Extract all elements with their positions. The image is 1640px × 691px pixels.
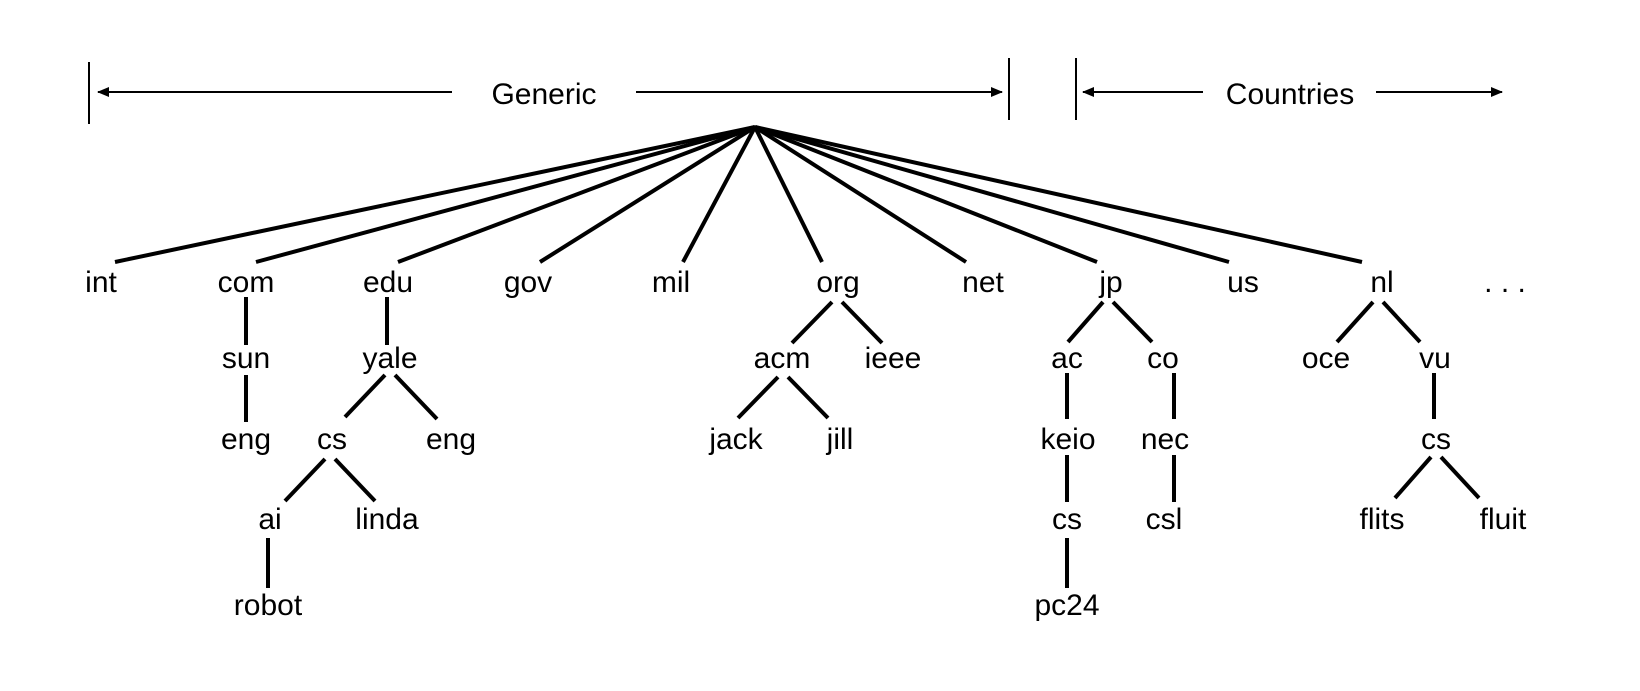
top-level-domains: int com edu gov mil org net jp us nl . .… [85,266,1526,299]
node-yale: yale [362,342,417,375]
edge-acm-jack [736,375,780,420]
edge-root-int [114,125,756,264]
node-yale-cs: cs [317,423,347,456]
node-nec: nec [1141,423,1189,456]
node-us: us [1227,266,1259,299]
subdomain-nodes: sun eng yale cs eng ai linda robot acm i… [221,342,1527,622]
edge-root-org [753,126,824,263]
node-jill: jill [826,423,854,456]
node-com: com [218,266,275,299]
node-net: net [962,266,1004,299]
edge-yale-cs [343,373,387,419]
node-mil: mil [652,266,690,299]
edge-root-mil [681,126,757,263]
root-edges [114,125,1363,264]
node-csl: csl [1146,503,1183,536]
node-int: int [85,266,117,299]
countries-label: Countries [1226,78,1354,111]
edge-acm-jill [786,375,830,420]
node-sun: sun [222,342,270,375]
edge-yale-eng [393,373,439,421]
node-gov: gov [504,266,552,299]
node-jack: jack [708,423,763,456]
edge-nl-oce [1335,300,1375,344]
edge-root-us [754,125,1230,264]
edge-root-nl [754,125,1363,264]
node-org: org [816,266,859,299]
node-co: co [1147,342,1179,375]
edge-cs-ai [283,457,327,503]
node-ac: ac [1051,342,1083,375]
node-keio-cs: cs [1052,503,1082,536]
node-pc24: pc24 [1034,589,1099,622]
ellipsis: . . . [1484,266,1526,299]
edge-org-ieee [840,300,884,345]
edge-nl-vu [1381,300,1422,344]
edge-root-net [753,125,968,264]
node-linda: linda [355,503,419,536]
edge-root-gov [538,125,757,264]
edge-jp-ac [1066,300,1105,344]
edge-cs-fluit [1439,455,1481,500]
node-fluit: fluit [1480,503,1527,536]
edge-root-edu [397,125,756,264]
edge-root-com [255,125,756,264]
node-vu-cs: cs [1421,423,1451,456]
node-oce: oce [1302,342,1350,375]
node-edu: edu [363,266,413,299]
node-ieee: ieee [865,342,922,375]
node-com-eng: eng [221,423,271,456]
node-yale-eng: eng [426,423,476,456]
node-keio: keio [1040,423,1095,456]
node-jp: jp [1098,266,1122,299]
edge-jp-co [1111,300,1154,344]
edge-root-jp [754,125,1098,264]
node-flits: flits [1360,503,1405,536]
generic-label: Generic [491,78,596,111]
edge-cs-linda [333,457,377,503]
edge-org-acm [790,300,834,345]
node-acm: acm [754,342,811,375]
subtree-edges [244,297,1481,588]
node-nl: nl [1370,266,1393,299]
node-robot: robot [234,589,303,622]
edge-cs-flits [1393,455,1433,500]
node-ai: ai [258,503,281,536]
node-vu: vu [1419,342,1451,375]
